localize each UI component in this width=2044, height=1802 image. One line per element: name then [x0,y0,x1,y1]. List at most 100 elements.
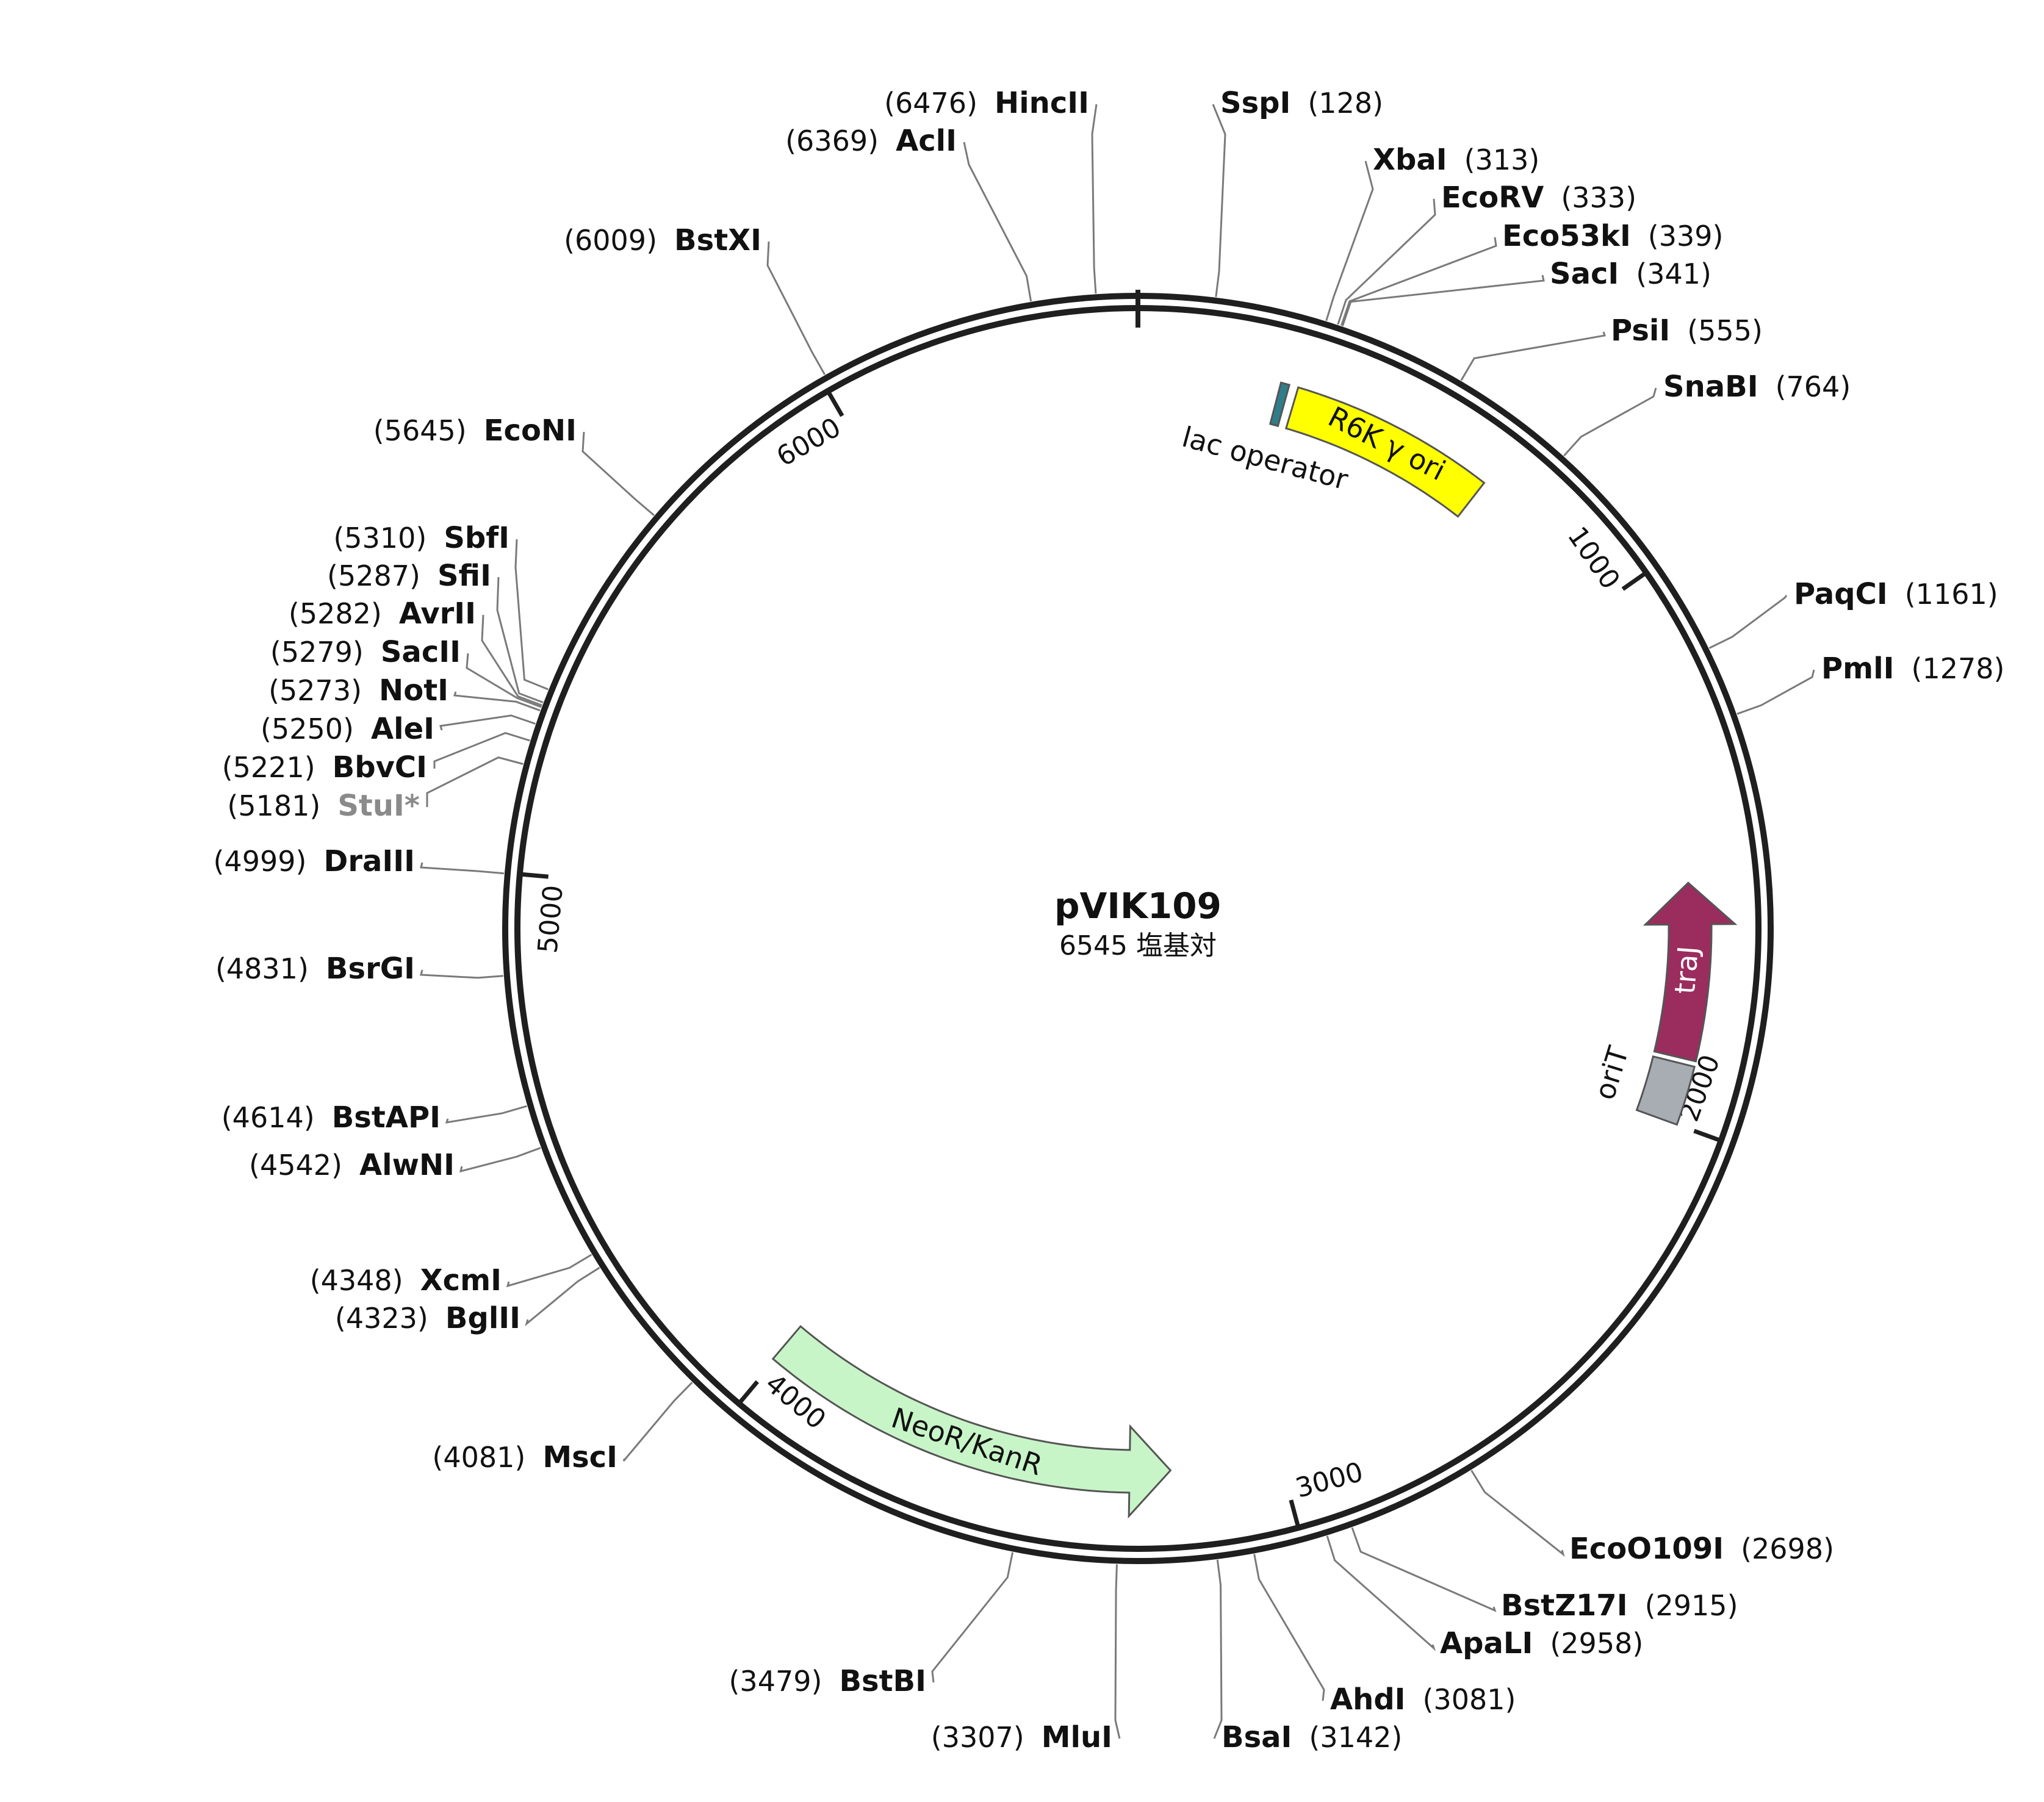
site-enzyme: PmlI [1821,652,1895,686]
site-label: (4999) DraIII [214,844,415,878]
site-label: (4614) BstAPI [221,1100,441,1135]
site-position: (3081) [1423,1683,1516,1716]
site-position: (5310) [333,522,426,555]
site-label: (4348)XcmI [310,1263,502,1298]
site-enzyme: AhdI [1330,1682,1406,1717]
site-enzyme: BstXI [674,223,761,257]
site-enzyme: AvrII [399,597,476,631]
site-leader [514,539,549,691]
site-label: (5250)AleI [261,712,434,746]
site-leader [1213,1559,1223,1739]
site-label: BsaI (3142) [1222,1720,1402,1754]
site-label: (4081)MscI [432,1440,617,1474]
site-position: (4614) [221,1101,315,1134]
site-leader [1736,669,1815,715]
site-leader [1460,331,1606,381]
site-leader [506,1254,592,1288]
feature-lac-operator-arc [1269,381,1291,428]
site-enzyme: BsaI [1222,1720,1292,1754]
tick-mark [1289,1499,1301,1529]
site-leader [1325,160,1374,321]
site-label: (5181) StuI* [227,789,420,823]
site-label: (5273) NotI [268,673,448,708]
site-position: (4081) [432,1441,525,1474]
site-position: (1161) [1905,578,1998,611]
site-label: EcoO109I(2698) [1569,1532,1834,1566]
feature-r6k-ori-arc [1284,386,1486,518]
site-label: (4831)BsrGI [215,952,415,986]
site-leader [420,969,504,979]
plasmid-name: pVIK109 [1054,885,1222,927]
site-position: (4542) [249,1149,342,1182]
site-position: (3307) [931,1721,1024,1754]
site-enzyme: XcmI [420,1263,502,1298]
site-label: XbaI(313) [1373,143,1539,177]
site-label: SacI(341) [1550,257,1711,291]
site-position: (4323) [335,1302,428,1335]
site-position: (341) [1636,257,1711,290]
site-leader [1114,1564,1121,1739]
site-enzyme: StuI* [337,789,420,823]
site-leader [963,142,1032,302]
site-position: (5645) [373,414,467,447]
site-position: (5279) [270,636,364,669]
site-labels: SspI(128)XbaI(313)EcoRV(333)Eco53kI(339)… [214,86,2005,1754]
site-label: (6369)AclI [785,124,957,158]
site-enzyme: DraIII [324,844,415,878]
site-position: (3479) [729,1665,822,1698]
site-label: PaqCI (1161) [1794,577,1998,611]
site-position: (6009) [564,224,657,257]
site-enzyme: EcoRV [1441,181,1544,215]
site-label: (4323) BglII [335,1301,520,1335]
site-label: Eco53kI (339) [1502,219,1724,253]
site-position: (5282) [289,597,382,630]
site-position: (313) [1464,143,1540,176]
site-enzyme: PaqCI [1794,577,1888,611]
site-enzyme: HincII [995,86,1089,120]
site-enzyme: NotI [379,673,448,708]
site-label: PmlI(1278) [1821,652,2004,686]
site-position: (5181) [227,789,320,822]
site-leader [1341,275,1545,326]
site-label: (5310) SbfI [333,521,509,555]
site-leader-lines [420,104,1815,1739]
site-position: (2915) [1645,1589,1738,1622]
site-enzyme: Eco53kI [1502,219,1631,253]
tick-mark [519,872,549,879]
site-enzyme: BstAPI [332,1100,441,1135]
site-leader [496,576,544,703]
site-position: (5273) [268,674,362,707]
tick-mark [1693,1129,1722,1143]
backbone-outer-strand [502,293,1774,1564]
site-leader [525,1266,600,1327]
site-label: SnaBI(764) [1663,370,1851,404]
site-label: AhdI (3081) [1330,1682,1516,1717]
feature-orit-arc [1635,1055,1696,1126]
site-enzyme: SbfI [444,521,509,555]
site-label: PsiI(555) [1611,314,1763,348]
site-enzyme: SnaBI [1663,370,1758,404]
site-label: ApaLI(2958) [1440,1626,1643,1660]
site-enzyme: AclI [896,124,957,158]
site-label: (6476)HincII [884,86,1089,120]
site-enzyme: SfiI [437,559,491,593]
site-position: (5250) [261,713,354,745]
site-enzyme: BglII [445,1301,520,1335]
site-position: (5221) [222,751,315,784]
site-leader [1337,198,1436,325]
site-enzyme: EcoNI [484,414,577,448]
site-enzyme: BsrGI [326,952,415,986]
site-label: SspI(128) [1220,86,1383,120]
site-position: (4999) [214,845,307,878]
site-position: (555) [1687,314,1763,347]
site-position: (5287) [327,559,420,592]
site-label: (5279)SacII [270,635,461,669]
site-position: (339) [1648,220,1724,253]
site-leader [426,756,524,807]
site-position: (3142) [1309,1721,1402,1754]
tick-mark [826,390,844,417]
site-leader [445,1105,527,1124]
site-label: BstZ17I(2915) [1501,1588,1738,1623]
site-label: (5221)BbvCI [222,750,427,784]
